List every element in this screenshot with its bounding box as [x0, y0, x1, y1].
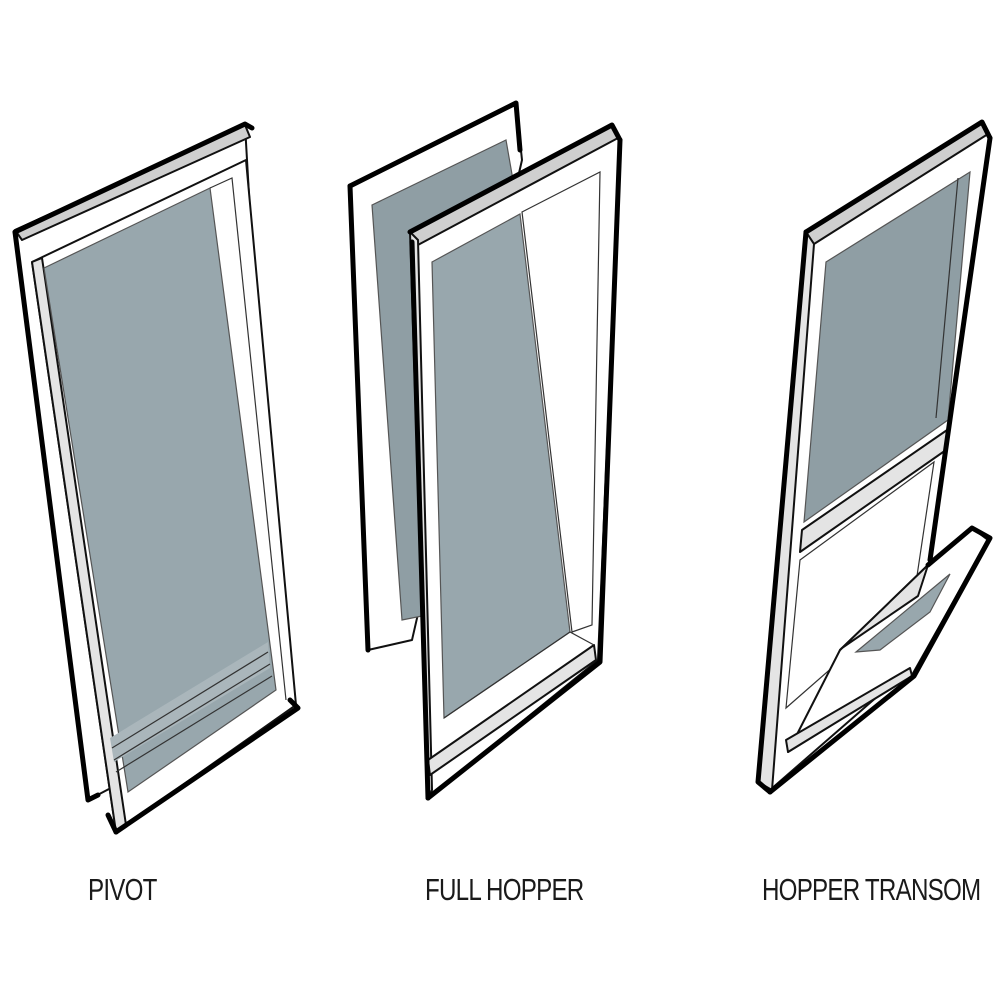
pivot-glass: [43, 187, 277, 794]
hopper-transom-window: [755, 119, 993, 795]
full-hopper-window: [347, 100, 623, 801]
transom-hopper-glass: [854, 573, 951, 653]
hopper-transom-label: HOPPER TRANSOM: [762, 872, 981, 907]
full-hopper-label: FULL HOPPER: [425, 872, 584, 907]
pivot-label: PIVOT: [88, 872, 157, 907]
pivot-window: [12, 121, 301, 835]
